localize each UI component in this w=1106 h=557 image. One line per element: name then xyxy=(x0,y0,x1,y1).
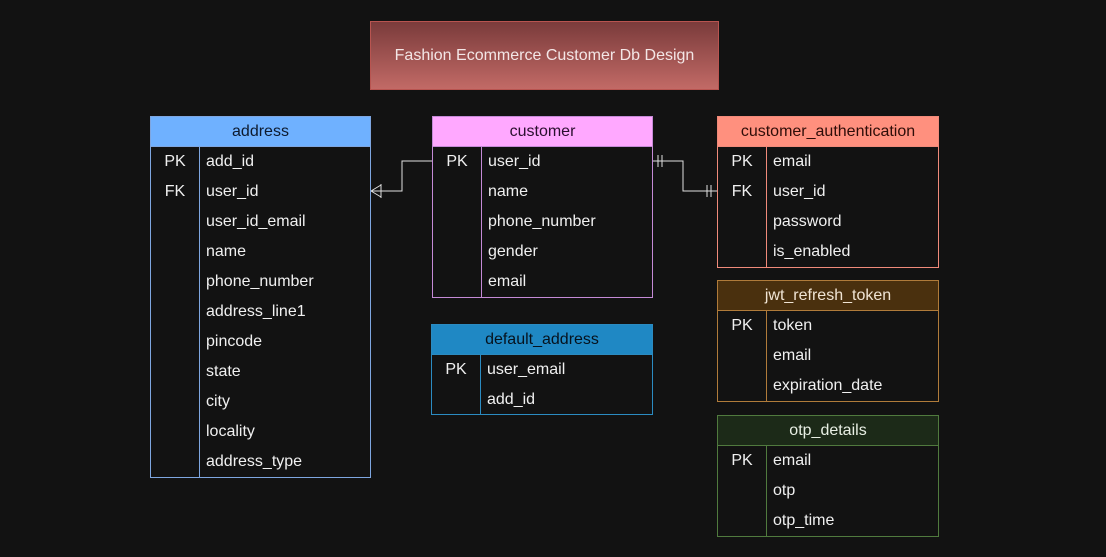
table-row: address_line1 xyxy=(151,297,370,327)
row-field: otp xyxy=(773,482,796,499)
crow-foot-many-marker xyxy=(370,184,382,198)
table-row: PK email xyxy=(718,147,938,177)
table-row: gender xyxy=(433,237,652,267)
row-field: email xyxy=(773,452,812,469)
customer-authentication-table-header: customer_authentication xyxy=(718,117,938,147)
table-row: locality xyxy=(151,417,370,447)
address-table[interactable]: address PK add_id FK user_id user_id_email… xyxy=(150,116,371,478)
row-field: address_line1 xyxy=(206,303,306,320)
table-row: otp xyxy=(718,476,938,506)
jwt-refresh-token-table-header: jwt_refresh_token xyxy=(718,281,938,311)
table-row: FK user_id xyxy=(718,177,938,207)
key-column-divider xyxy=(480,355,481,415)
row-field: user_id xyxy=(206,183,259,200)
customer-address-line xyxy=(371,160,432,192)
key-column-divider xyxy=(766,147,767,267)
row-field: locality xyxy=(206,423,255,440)
customer-table-rows: PK user_id name phone_number gender email xyxy=(433,147,652,297)
table-row: add_id xyxy=(432,385,652,415)
row-field: name xyxy=(206,243,247,260)
table-row: email xyxy=(718,341,938,371)
address-table-rows: PK add_id FK user_id user_id_email name ph… xyxy=(151,147,370,477)
table-row: city xyxy=(151,387,370,417)
row-key: PK xyxy=(445,361,467,378)
row-field: password xyxy=(773,213,842,230)
key-column-divider xyxy=(199,147,200,477)
row-field: pincode xyxy=(206,333,263,350)
row-field: user_id_email xyxy=(206,213,306,230)
table-row: PK user_email xyxy=(432,355,652,385)
row-key: PK xyxy=(164,153,186,170)
row-field: email xyxy=(773,347,812,364)
table-row: PK email xyxy=(718,446,938,476)
customer-authentication-table-rows: PK email FK user_id password is_enabled xyxy=(718,147,938,267)
row-field: address_type xyxy=(206,453,303,470)
default-address-table-rows: PK user_email add_id xyxy=(432,355,652,415)
table-row: expiration_date xyxy=(718,371,938,401)
default-address-table-header: default_address xyxy=(432,325,652,355)
row-field: user_id xyxy=(488,153,541,170)
table-row: phone_number xyxy=(433,207,652,237)
diagram-title: Fashion Ecommerce Customer Db Design xyxy=(370,21,719,90)
row-field: user_email xyxy=(487,361,566,378)
otp-details-table-header: otp_details xyxy=(718,416,938,446)
customer-table-header: customer xyxy=(433,117,652,147)
row-field: otp_time xyxy=(773,512,835,529)
row-key: PK xyxy=(731,317,753,334)
row-field: phone_number xyxy=(206,273,314,290)
table-row: password xyxy=(718,207,938,237)
row-field: email xyxy=(488,273,527,290)
row-key: PK xyxy=(446,153,468,170)
row-field: gender xyxy=(488,243,538,260)
otp-details-table-rows: PK email otp otp_time xyxy=(718,446,938,536)
row-field: phone_number xyxy=(488,213,596,230)
customer-address-relationship xyxy=(370,160,432,198)
table-row: name xyxy=(433,177,652,207)
row-field: city xyxy=(206,393,230,410)
row-field: expiration_date xyxy=(773,377,883,394)
customer-table[interactable]: customer PK user_id name phone_number gen… xyxy=(432,116,653,298)
table-row: pincode xyxy=(151,327,370,357)
default-address-table[interactable]: default_address PK user_email add_id xyxy=(431,324,653,415)
table-row: state xyxy=(151,357,370,387)
otp-details-table[interactable]: otp_details PK email otp otp_time xyxy=(717,415,939,537)
row-key: FK xyxy=(164,183,186,200)
row-key: FK xyxy=(731,183,753,200)
row-field: email xyxy=(773,153,812,170)
customer-auth-relationship xyxy=(653,155,717,197)
row-field: name xyxy=(488,183,529,200)
key-column-divider xyxy=(766,446,767,536)
table-row: otp_time xyxy=(718,506,938,536)
jwt-refresh-token-table-rows: PK token email expiration_date xyxy=(718,311,938,401)
customer-authentication-table[interactable]: customer_authentication PK email FK user_i… xyxy=(717,116,939,268)
row-field: user_id xyxy=(773,183,826,200)
jwt-refresh-token-table[interactable]: jwt_refresh_token PK token email expirati… xyxy=(717,280,939,402)
one-bar-marker-a xyxy=(657,155,663,167)
key-column-divider xyxy=(481,147,482,297)
customer-auth-line xyxy=(653,160,717,192)
row-field: token xyxy=(773,317,813,334)
row-field: add_id xyxy=(206,153,255,170)
table-row: address_type xyxy=(151,447,370,477)
row-field: add_id xyxy=(487,391,536,408)
table-row: FK user_id xyxy=(151,177,370,207)
table-row: PK add_id xyxy=(151,147,370,177)
key-column-divider xyxy=(766,311,767,401)
row-field: state xyxy=(206,363,241,380)
table-row: user_id_email xyxy=(151,207,370,237)
row-key: PK xyxy=(731,153,753,170)
table-row: phone_number xyxy=(151,267,370,297)
table-row: name xyxy=(151,237,370,267)
table-row: PK user_id xyxy=(433,147,652,177)
table-row: is_enabled xyxy=(718,237,938,267)
table-row: email xyxy=(433,267,652,297)
address-table-header: address xyxy=(151,117,370,147)
row-field: is_enabled xyxy=(773,243,851,260)
row-key: PK xyxy=(731,452,753,469)
table-row: PK token xyxy=(718,311,938,341)
one-bar-marker-b xyxy=(706,185,712,197)
